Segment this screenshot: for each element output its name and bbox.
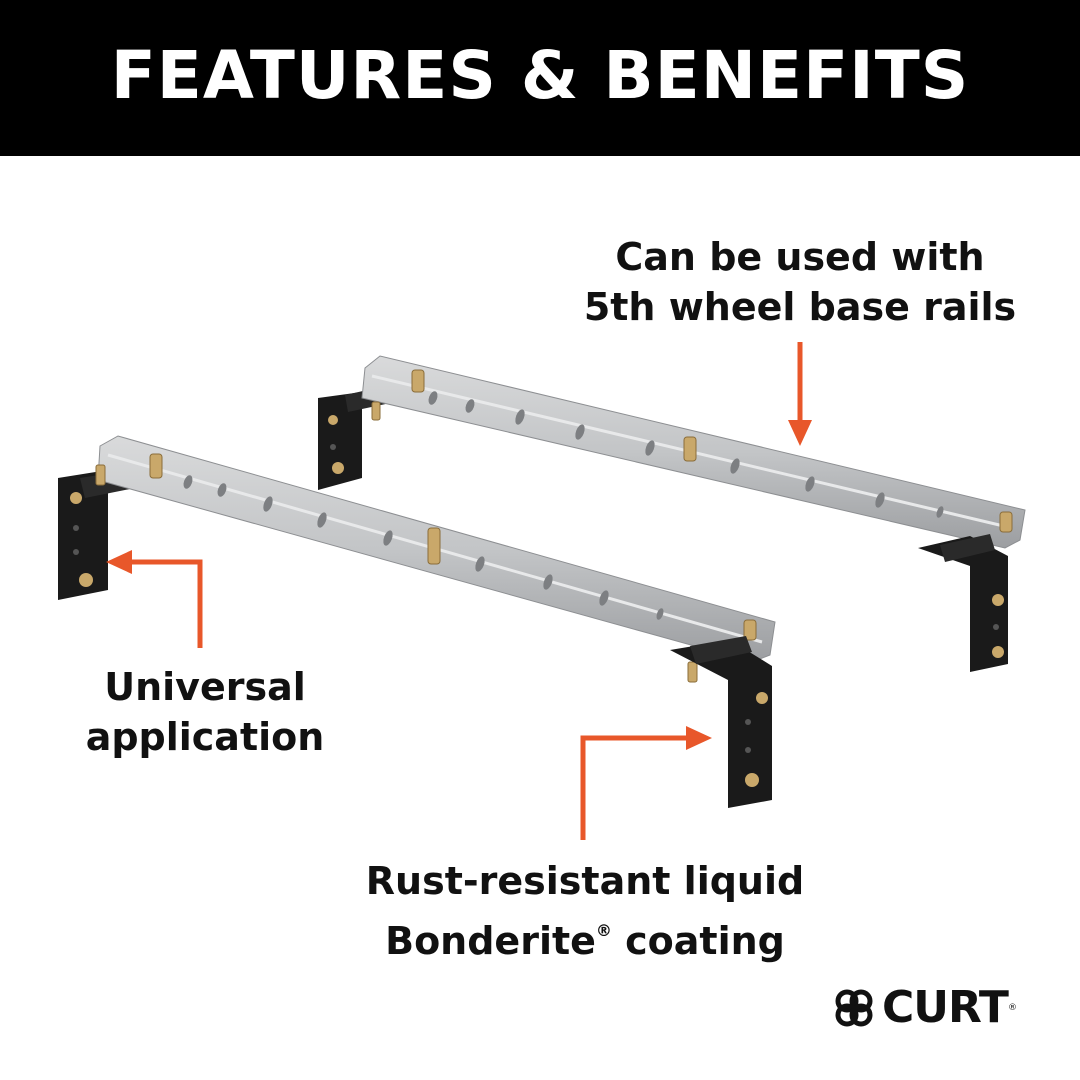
brand-name: CURT: [882, 982, 1009, 1033]
arrow-icon: [788, 420, 812, 446]
callout-coating: Rust-resistant liquid Bonderite® coating: [345, 856, 825, 966]
coating-text: coating: [611, 919, 785, 963]
rail-product-icon: [58, 435, 776, 808]
callout-base-rails: Can be used with 5th wheel base rails: [560, 232, 1040, 332]
arrow-icon: [686, 726, 712, 750]
bonderite-text: Bonderite: [385, 919, 596, 963]
callout-line: Universal: [104, 665, 306, 709]
callout-line: Rust-resistant liquid: [365, 859, 805, 903]
callout-line: application: [85, 715, 325, 759]
brand-registered-mark: ®: [1007, 1003, 1017, 1013]
brand-logo: CURT ®: [832, 986, 1017, 1030]
rail-product-icon: [318, 355, 1026, 672]
callout-line: Bonderite® coating: [345, 906, 825, 966]
page-title: FEATURES & BENEFITS: [110, 36, 970, 114]
arrow-icon: [128, 342, 803, 840]
arrow-icon: [106, 550, 132, 574]
bracket-icon: [58, 470, 108, 600]
curt-knot-icon: [835, 989, 873, 1027]
bracket-icon: [918, 536, 1008, 672]
registered-mark: ®: [595, 921, 612, 940]
callout-line: Can be used with: [615, 235, 985, 279]
bracket-icon: [318, 392, 362, 490]
header-bar: FEATURES & BENEFITS: [0, 0, 1080, 156]
callout-line: 5th wheel base rails: [583, 285, 1017, 329]
callout-universal: Universal application: [70, 662, 340, 762]
bracket-icon: [670, 640, 772, 808]
